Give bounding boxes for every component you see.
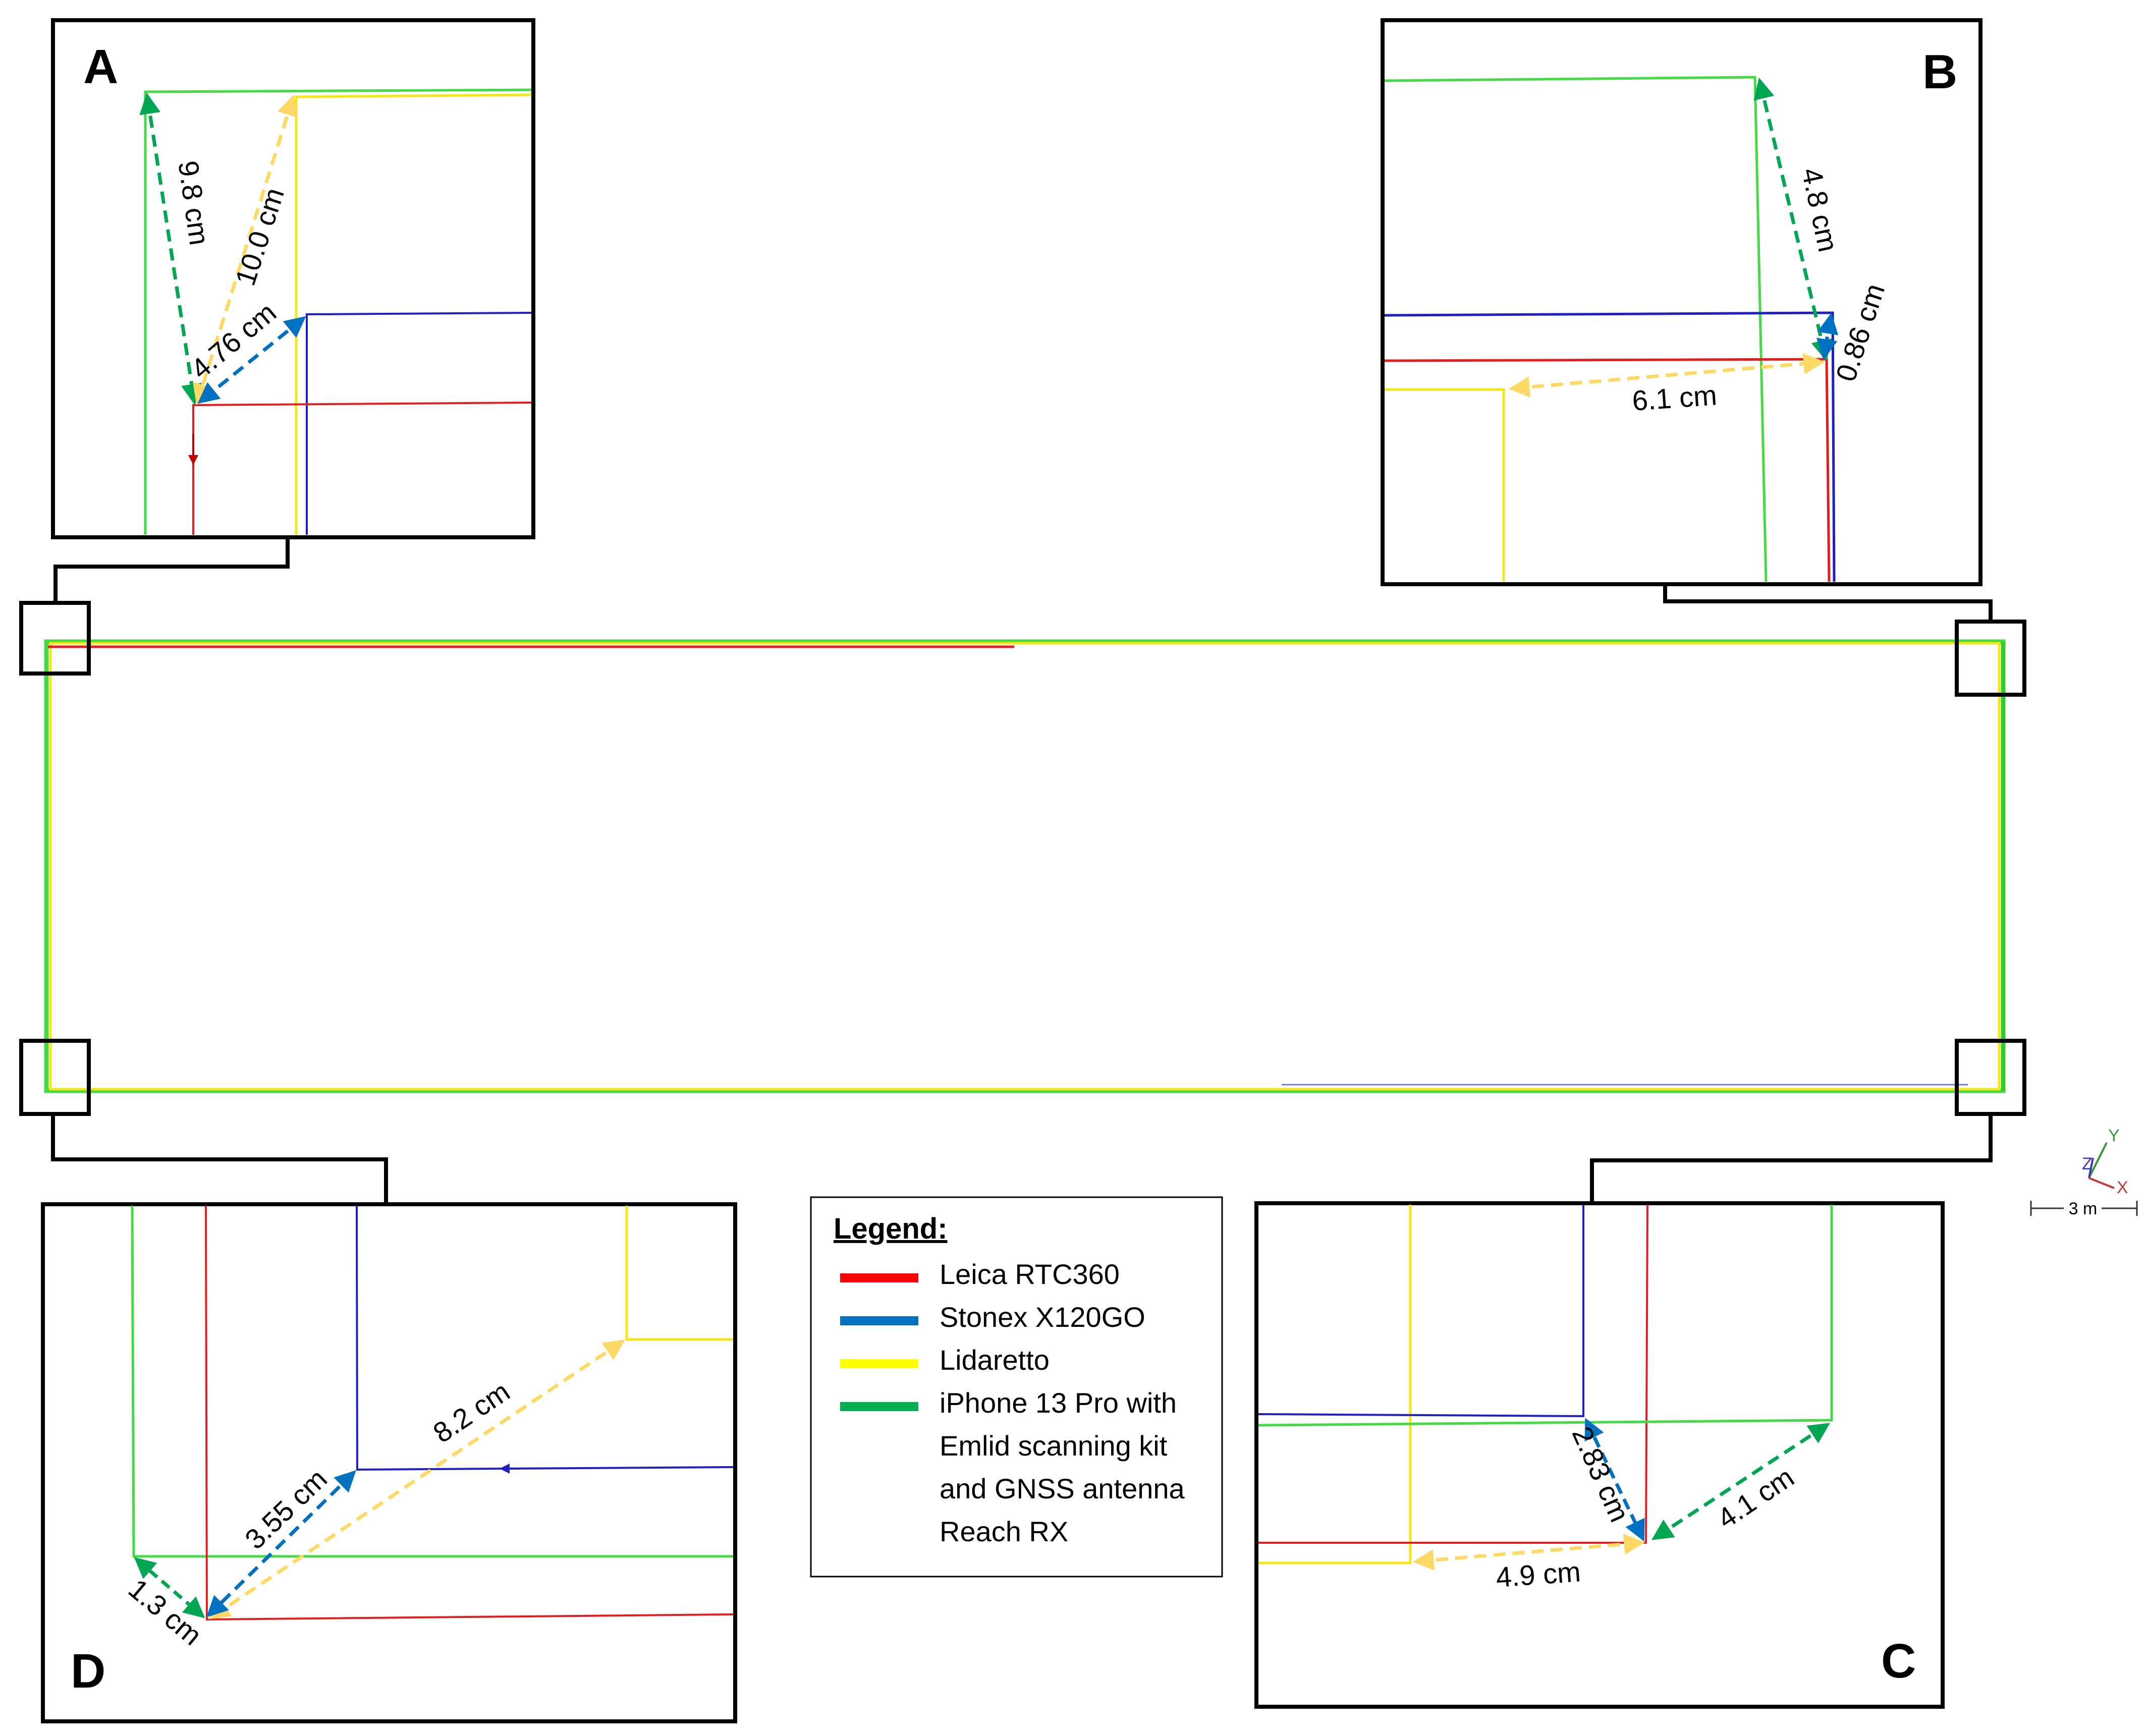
panel-d-measure-green bbox=[134, 1557, 205, 1618]
zoom-box-a bbox=[19, 601, 91, 676]
trajectory-lidaretto bbox=[49, 642, 2001, 1091]
axis-y bbox=[2088, 1142, 2108, 1179]
panel-b-measure-green bbox=[1753, 77, 1832, 362]
panel-a-measure-yellow bbox=[193, 94, 298, 406]
panel-c-measure-label: 4.9 cm bbox=[1495, 1555, 1582, 1593]
legend-title: Legend: bbox=[834, 1212, 948, 1245]
panel-d-letter: D bbox=[71, 1644, 105, 1698]
legend-label-leica: Leica RTC360 bbox=[940, 1258, 1120, 1290]
panel-c-measure-green bbox=[1651, 1423, 1831, 1540]
panel-c-iphone-line bbox=[1258, 1205, 1833, 1427]
panel-c-letter: C bbox=[1881, 1634, 1916, 1688]
scale-bar-label: 3 m bbox=[2069, 1199, 2098, 1218]
zoom-box-c bbox=[1955, 1039, 2026, 1116]
panel-b-measure-yellow bbox=[1508, 353, 1825, 398]
axis-z-label: Z bbox=[2082, 1154, 2093, 1173]
connector-a bbox=[53, 537, 290, 603]
panel-b-letter: B bbox=[1922, 45, 1957, 99]
panel-c-leica-line bbox=[1258, 1204, 1648, 1544]
scale-bar: 3 m bbox=[2030, 1199, 2138, 1218]
panel-a-letter: A bbox=[83, 40, 118, 94]
trajectory-iphone bbox=[44, 639, 2006, 1093]
panel-c-stonex-line bbox=[1258, 1205, 1584, 1418]
panel-b-measure-label: 6.1 cm bbox=[1631, 379, 1718, 417]
zoom-box-d bbox=[19, 1039, 91, 1116]
legend: Legend: Leica RTC360 Stonex X120GO Lidar… bbox=[810, 1196, 1223, 1578]
panel-a: A 9.8 cm 10.0 cm 4.76 cm bbox=[51, 18, 535, 539]
legend-label-lidaretto: Lidaretto bbox=[940, 1344, 1050, 1376]
panel-b-lidaretto-line bbox=[1385, 388, 1505, 582]
panel-b-frame bbox=[1381, 18, 1983, 586]
zoom-box-b bbox=[1955, 620, 2026, 697]
panel-c-measure-blue bbox=[1584, 1418, 1645, 1542]
legend-label-iphone: iPhone 13 Pro with bbox=[940, 1387, 1177, 1419]
panel-a-measure-blue bbox=[197, 316, 306, 404]
legend-frame bbox=[810, 1196, 1223, 1578]
panel-d-frame bbox=[41, 1202, 737, 1723]
legend-label-stonex: Stonex X120GO bbox=[940, 1301, 1145, 1333]
axis-z bbox=[2088, 1157, 2094, 1179]
panel-d-lidaretto-line bbox=[625, 1206, 733, 1341]
axis-y-label: Y bbox=[2108, 1126, 2120, 1145]
panel-b: B 4.8 cm 0.86 cm 6.1 cm bbox=[1381, 18, 1983, 586]
connector-c bbox=[1590, 1114, 1993, 1203]
legend-label-iphone-cont: and GNSS antenna bbox=[940, 1473, 1185, 1504]
legend-label-iphone-cont: Emlid scanning kit bbox=[940, 1430, 1168, 1462]
axis-x bbox=[2088, 1177, 2115, 1189]
panel-b-iphone-line bbox=[1384, 76, 1768, 582]
axis-x-label: X bbox=[2117, 1178, 2128, 1197]
panel-d-measure-blue bbox=[206, 1470, 356, 1617]
panel-a-stonex-line bbox=[306, 312, 532, 535]
axis-triad: Y Z X bbox=[2082, 1126, 2128, 1197]
panel-a-measure-green bbox=[139, 92, 202, 406]
panel-c: C 2.83 cm 4.1 cm 4.9 cm bbox=[1254, 1201, 1945, 1709]
legend-label-iphone-cont: Reach RX bbox=[940, 1516, 1068, 1547]
panel-d: D 8.2 cm 3.55 cm 1.3 cm bbox=[41, 1202, 737, 1723]
connector-d bbox=[51, 1114, 388, 1204]
main-trajectory-overview bbox=[19, 537, 2026, 1204]
panel-c-lidaretto-line bbox=[1258, 1205, 1412, 1564]
panel-a-frame bbox=[51, 18, 535, 539]
panel-b-measure-blue bbox=[1816, 312, 1839, 361]
connector-b bbox=[1663, 584, 1993, 622]
